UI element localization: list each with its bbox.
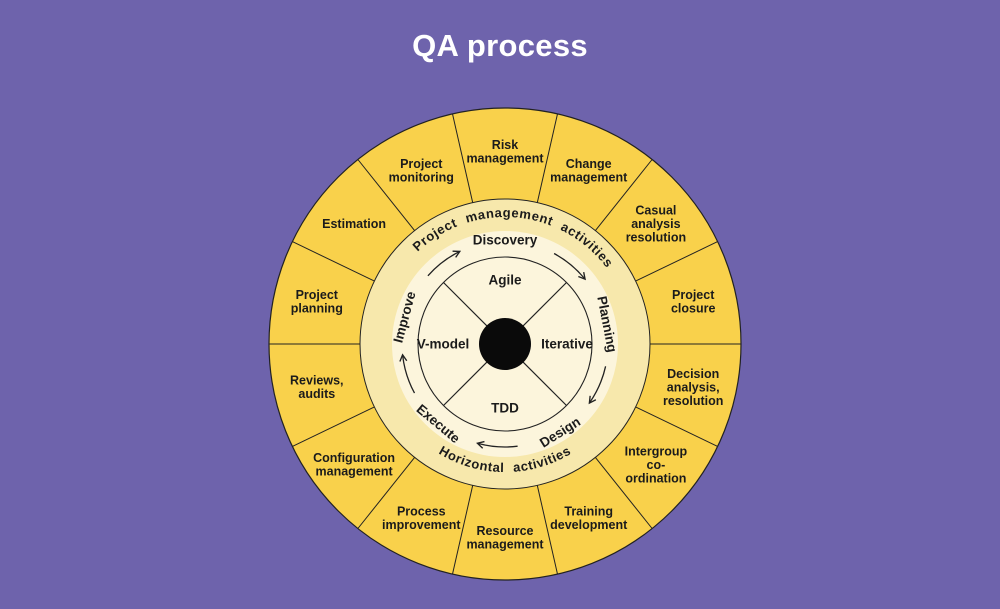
segment-divider bbox=[595, 457, 653, 529]
cycle-arrow bbox=[553, 252, 584, 279]
cycle-arrow bbox=[590, 366, 607, 402]
segment-divider bbox=[357, 457, 415, 529]
cycle-arrow bbox=[403, 356, 416, 394]
segment-reviews-audits: Reviews,audits bbox=[290, 374, 344, 402]
cycle-label-discovery: Discovery bbox=[473, 233, 538, 248]
quadrant-circle bbox=[417, 256, 593, 432]
quadrant-label-iterative: Iterative bbox=[541, 337, 593, 352]
quadrant-label-v-model: V-model bbox=[417, 337, 470, 352]
page-title: QA process bbox=[412, 28, 588, 63]
segment-divider bbox=[536, 485, 558, 575]
segment-estimation: Estimation bbox=[322, 217, 386, 231]
cycle-arrow bbox=[478, 444, 518, 447]
segment-divider bbox=[536, 113, 558, 203]
segment-divider bbox=[452, 485, 474, 575]
segment-divider bbox=[357, 159, 415, 231]
cycle-arrow bbox=[427, 252, 459, 277]
segment-divider bbox=[292, 241, 375, 282]
center-dot bbox=[479, 318, 531, 370]
segment-divider bbox=[452, 113, 474, 203]
segment-divider bbox=[292, 406, 375, 447]
segment-divider bbox=[635, 241, 718, 282]
segment-divider bbox=[595, 159, 653, 231]
quadrant-label-agile: Agile bbox=[488, 273, 521, 288]
segment-divider bbox=[635, 406, 718, 447]
quadrant-label-tdd: TDD bbox=[491, 401, 519, 416]
